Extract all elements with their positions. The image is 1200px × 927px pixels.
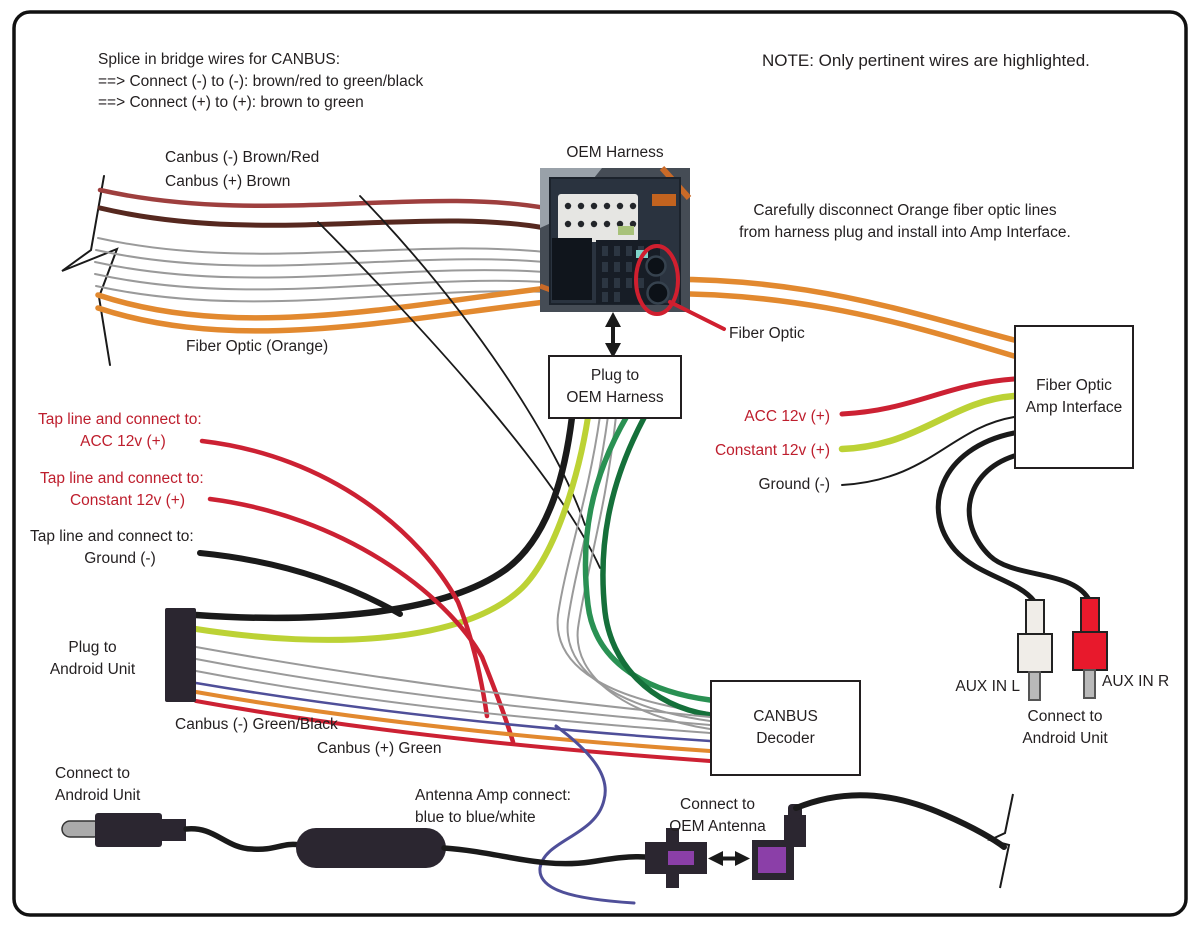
rca-plug-aux-r [1072,597,1108,699]
harness-gray-wire [97,237,546,255]
amp-label-line2: Amp Interface [1025,399,1123,416]
harness-gray-wire [94,273,546,291]
aux-in-r-label: AUX IN R [1102,673,1170,690]
wire-break-mark-top-left [61,175,119,366]
antenna-amp-body [296,828,446,868]
ground-label: Ground (-) [758,476,831,493]
amp-label-line1: Fiber Optic [1036,377,1112,395]
canbus-green-wire [582,413,713,703]
android-orange-wire [194,690,712,753]
harness-gray-wire [94,261,546,279]
constant-tap-wire [207,496,516,745]
double-arrow-vertical [605,312,621,358]
disconnect-note-line1: Carefully disconnect Orange fiber optic … [753,202,1057,219]
wire-break-mark-bottom-right [987,793,1014,889]
rca-cable-right [966,453,1091,601]
connect-ant-label-line1: Connect to [55,765,130,782]
acc-tap-wire [199,438,490,719]
canbus-pos-green-label: Canbus (+) Green [317,740,442,757]
decoder-label-line2: Decoder [756,730,815,747]
canbus-brown-red-wire [97,187,548,211]
antenna-plug-body [95,813,162,847]
aux-in-l-label: AUX IN L [955,678,1020,695]
canbus-pos-brown-label: Canbus (+) Brown [165,173,291,190]
tap-constant-label-line1: Tap line and connect to: [40,470,204,487]
constant-12v-label: Constant 12v (+) [714,442,830,459]
oem-gray-wire [556,415,711,714]
antenna-blue-wire [538,724,636,905]
android-blue-wire [194,681,712,743]
rca-cable-left [935,430,1037,604]
black-wire-oem-to-android [192,413,576,622]
android-gray-wire [195,658,711,726]
acc-12v-label: ACC 12v (+) [744,408,830,425]
ground-black-wire [841,416,1015,486]
decoder-label-line1: CANBUS [753,708,818,726]
android-gray-wire [195,670,711,734]
disconnect-note-line2: from harness plug and install into Amp I… [739,224,1071,241]
tap-acc-label-line2: ACC 12v (+) [80,433,166,450]
canbus-neg-brown-label: Canbus (-) Brown/Red [165,149,320,166]
canbus-brown-wire [97,205,548,231]
oem-harness-photo [539,165,692,316]
canbus-decoder-box: CANBUS Decoder [710,680,861,776]
android-red-wire [194,699,712,763]
splice-bridge-line-2 [317,221,601,569]
constant-lime-wire [838,392,1018,453]
connect-oem-antenna-label-line2: OEM Antenna [669,818,766,835]
rca-plug-aux-l [1017,599,1053,701]
antenna-assembly [61,792,1014,889]
canbus-neg-green-label: Canbus (-) Green/Black [175,716,338,733]
oem-harness-caption: OEM Harness [566,144,664,161]
fiber-optic-orange-label: Fiber Optic (Orange) [186,338,329,355]
page-border [12,10,1188,917]
connect-rca-label-line1: Connect to [1027,708,1103,725]
plug-android-label-line1: Plug to [68,639,117,656]
android-unit-plug [165,608,196,702]
harness-gray-wire [95,285,546,303]
connect-oem-antenna-label-line1: Connect to [680,796,755,813]
connect-ant-label-line2: Android Unit [55,787,141,804]
splice-note-line3: ==> Connect (+) to (+): brown to green [98,94,364,111]
lime-wire-oem-to-android [193,414,591,643]
fiber-optic-label: Fiber Optic [729,325,805,342]
plug-to-oem-harness-box: Plug to OEM Harness [548,355,682,419]
ground-tap-wire [197,550,403,617]
tap-ground-label-line2: Ground (-) [84,550,156,567]
connect-rca-label-line2: Android Unit [1022,730,1108,747]
note-text: NOTE: Only pertinent wires are highlight… [762,51,1090,70]
splice-note-line2: ==> Connect (-) to (-): brown/red to gre… [98,73,424,90]
android-gray-wire [195,646,711,718]
fiber-optic-amp-interface-box: Fiber Optic Amp Interface [1014,325,1134,469]
fiber-optic-highlight-circle [634,244,680,316]
double-arrow-horizontal [708,851,750,866]
antenna-amp-label-line2: blue to blue/white [415,809,536,826]
tap-acc-label-line1: Tap line and connect to: [38,411,202,428]
tap-ground-label-line1: Tap line and connect to: [30,528,194,545]
canbus-green-black-wire [600,413,713,718]
fiber-optic-leader-line [668,300,726,331]
acc-red-wire [839,376,1017,417]
antenna-amp-label-line1: Antenna Amp connect: [415,787,571,804]
harness-gray-wire [95,249,546,267]
plug-oem-label-line1: Plug to [590,367,640,385]
splice-note-line1: Splice in bridge wires for CANBUS: [98,51,341,68]
plug-oem-label-line2: OEM Harness [566,389,664,406]
plug-android-label-line2: Android Unit [49,661,136,678]
oem-antenna-cable [793,792,1007,850]
tap-constant-label-line2: Constant 12v (+) [69,492,186,509]
